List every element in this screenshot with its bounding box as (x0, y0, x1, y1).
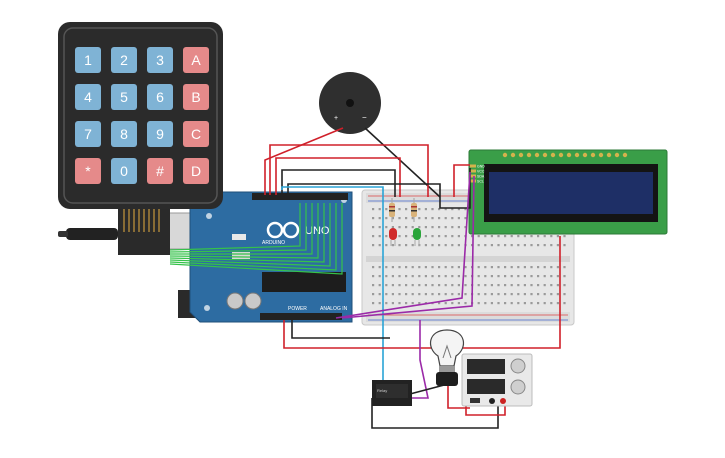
keypad-key-label: * (85, 163, 91, 179)
supply-display-current (467, 379, 505, 394)
keypad-key-label: 0 (120, 163, 128, 179)
lcd-scl-wire (341, 175, 475, 319)
relay-label: Relay (377, 388, 387, 393)
digital-header (252, 193, 348, 200)
supply-terminal-negative (489, 398, 495, 404)
lcd-pin-row (502, 152, 628, 158)
buzzer-wire-red (264, 127, 344, 195)
keypad-key-label: 3 (156, 52, 164, 68)
keypad-key-D[interactable]: D (183, 158, 209, 184)
keypad-key-label: C (191, 126, 201, 142)
bottom-power-wire (283, 236, 561, 349)
supply-terminal-positive (500, 398, 506, 404)
keypad-key-label: D (191, 163, 201, 179)
keypad-key-3[interactable]: 3 (147, 47, 173, 73)
keypad-key-label: 8 (120, 126, 128, 142)
relay-module[interactable]: Relay (372, 380, 412, 406)
power-supply[interactable] (461, 353, 533, 407)
keypad-key-0[interactable]: 0 (111, 158, 137, 184)
wires (169, 127, 561, 429)
keypad-key-label: A (191, 52, 201, 68)
keypad-key-C[interactable]: C (183, 121, 209, 147)
light-bulb[interactable] (429, 329, 465, 386)
keypad-key-6[interactable]: 6 (147, 84, 173, 110)
analog-label: ANALOG IN (320, 306, 348, 312)
red-led[interactable] (389, 228, 397, 246)
keypad-key-label: B (191, 89, 200, 105)
lcd-gnd-wire (287, 168, 471, 209)
resistor-2[interactable] (411, 198, 417, 222)
keypad-key-4[interactable]: 4 (75, 84, 101, 110)
resistor-1[interactable] (389, 198, 395, 222)
keypad-key-A[interactable]: A (183, 47, 209, 73)
reset-button (232, 234, 246, 240)
arduino-logo (266, 221, 300, 239)
analog-header (260, 313, 342, 320)
keypad[interactable]: 1 2 3 A 4 5 6 B 7 8 9 C * 0 # D (58, 22, 223, 255)
supply-knob-current (510, 379, 526, 395)
supply-display-voltage (467, 359, 505, 374)
lcd-pin-label-scl: SCL (477, 180, 484, 184)
green-led[interactable] (413, 228, 421, 246)
lamp-supply-red (447, 384, 470, 409)
keypad-key-*[interactable]: * (75, 158, 101, 184)
oscillator (232, 252, 250, 259)
keypad-key-7[interactable]: 7 (75, 121, 101, 147)
capacitor (226, 292, 244, 310)
keypad-key-label: # (156, 163, 164, 179)
supply-wire-black (371, 398, 499, 429)
power-wire-red (269, 144, 429, 197)
keypad-key-#[interactable]: # (147, 158, 173, 184)
keypad-keys: 1 2 3 A 4 5 6 B 7 8 9 C * 0 # D (75, 47, 209, 184)
capacitor (244, 292, 262, 310)
lamp-wire-purple (410, 320, 429, 399)
supply-wire-red (465, 404, 506, 416)
keypad-key-2[interactable]: 2 (111, 47, 137, 73)
keypad-key-label: 5 (120, 89, 128, 105)
relay-signal-wire (281, 186, 384, 380)
lcd-pin-label-sda: SDA (477, 175, 485, 179)
lcd-sda-wire (335, 171, 471, 319)
lcd-screen (489, 172, 653, 214)
buzzer[interactable]: + − (319, 72, 381, 134)
keypad-key-B[interactable]: B (183, 84, 209, 110)
keypad-key-label: 2 (120, 52, 128, 68)
keypad-wires (169, 203, 343, 275)
supply-knob-voltage (510, 358, 526, 374)
buzzer-minus: − (362, 113, 367, 122)
keypad-key-label: 6 (156, 89, 164, 105)
atmega-chip (262, 272, 346, 292)
buzzer-plus: + (334, 115, 338, 122)
bottom-gnd-wire (291, 320, 390, 339)
keypad-key-1[interactable]: 1 (75, 47, 101, 73)
keypad-key-label: 7 (84, 126, 92, 142)
keypad-key-label: 9 (156, 126, 164, 142)
lcd-pin-label-vcc: VCC (477, 170, 485, 174)
keypad-key-9[interactable]: 9 (147, 121, 173, 147)
keypad-key-5[interactable]: 5 (111, 84, 137, 110)
keypad-key-label: 4 (84, 89, 92, 105)
lcd-vcc-wire (453, 164, 470, 197)
brand-label: ARDUINO (262, 240, 285, 246)
keypad-plug (66, 228, 118, 240)
bulb-socket (436, 372, 458, 386)
lcd-pin-label-gnd: GND (477, 165, 485, 169)
power-label: POWER (288, 306, 307, 312)
keypad-key-8[interactable]: 8 (111, 121, 137, 147)
keypad-ribbon (123, 207, 160, 232)
led-wire-red (275, 157, 401, 197)
keypad-key-label: 1 (84, 52, 92, 68)
